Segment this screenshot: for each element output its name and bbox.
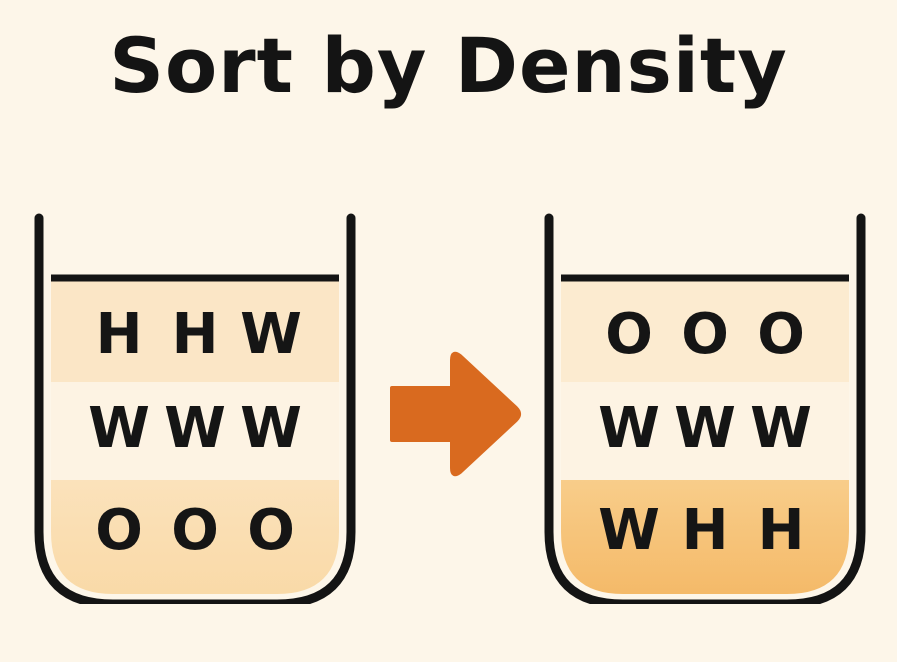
beaker-after-outline xyxy=(544,213,866,604)
after-row-1: O O O xyxy=(593,288,817,382)
right-arrow-icon xyxy=(386,348,526,478)
beaker-before: H H W W W W O O O xyxy=(33,212,357,604)
layer-bottom-before xyxy=(51,480,339,594)
layer-middle-before xyxy=(51,382,339,480)
particle: O xyxy=(757,302,805,367)
particle: W xyxy=(240,302,302,367)
after-row-2: W W W xyxy=(593,382,817,476)
beaker-after: O O O W W W W H H xyxy=(543,212,867,604)
particle: H xyxy=(681,498,729,563)
particle: W xyxy=(674,396,736,461)
particle: H xyxy=(171,302,219,367)
layer-top-after xyxy=(561,278,849,382)
particle: O xyxy=(605,302,653,367)
beaker-before-outline xyxy=(34,213,356,604)
particle: O xyxy=(171,498,219,563)
particle: H xyxy=(95,302,143,367)
particle: W xyxy=(598,498,660,563)
layer-middle-after xyxy=(561,382,849,480)
before-row-2: W W W xyxy=(83,382,307,476)
particle: W xyxy=(750,396,812,461)
page-title: Sort by Density xyxy=(109,21,788,110)
particle: W xyxy=(88,396,150,461)
layer-top-before xyxy=(51,278,339,382)
after-row-3: W H H xyxy=(593,484,817,578)
particle: W xyxy=(240,396,302,461)
particle: O xyxy=(95,498,143,563)
particle: W xyxy=(598,396,660,461)
particle: O xyxy=(247,498,295,563)
before-row-1: H H W xyxy=(83,288,307,382)
particle: O xyxy=(681,302,729,367)
before-row-3: O O O xyxy=(83,484,307,578)
layer-bottom-after xyxy=(561,480,849,594)
particle: W xyxy=(164,396,226,461)
particle: H xyxy=(757,498,805,563)
